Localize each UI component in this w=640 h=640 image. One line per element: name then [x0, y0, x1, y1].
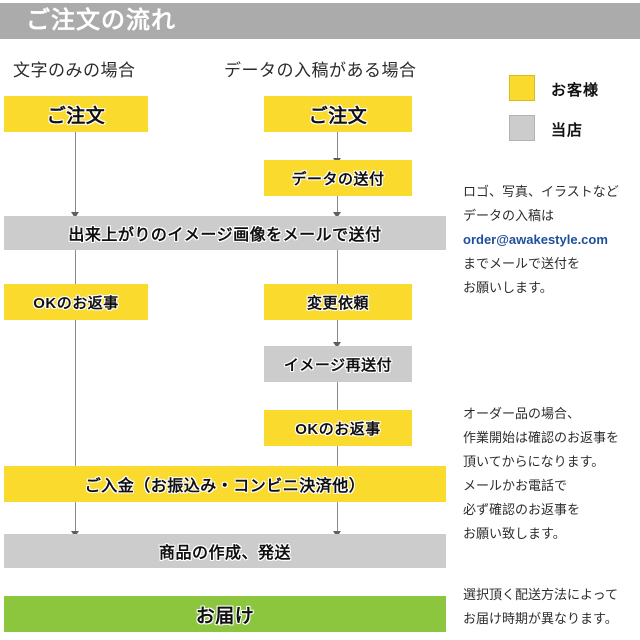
legend-swatch-shop [509, 115, 535, 141]
connector-left-imagemail-to-okreply [75, 250, 76, 284]
flow-box-image-resend[interactable]: イメージ再送付 [264, 346, 412, 382]
legend-label-customer: お客様 [551, 82, 600, 99]
note-order-line5: 必ず確認のお返事を [463, 502, 581, 517]
connector-right-payment-to-production [337, 502, 338, 534]
connector-right-resend-to-okreply [337, 382, 338, 410]
note-data-line5: お願いします。 [463, 280, 553, 295]
note-order-confirmation: オーダー品の場合、 作業開始は確認のお返事を 頂いてからになります。 メールかお… [463, 402, 619, 546]
note-order-line3: 頂いてからになります。 [463, 454, 605, 469]
flow-box-production[interactable]: 商品の作成、発送 [4, 534, 446, 568]
flow-box-delivery[interactable]: お届け [4, 596, 446, 632]
flow-box-left-ok-reply[interactable]: OKのお返事 [4, 284, 148, 320]
note-order-line2: 作業開始は確認のお返事を [463, 430, 620, 445]
flow-box-right-order[interactable]: ご注文 [264, 96, 412, 132]
connector-right-imagemail-to-change [337, 250, 338, 284]
connector-right-order-to-senddata [337, 132, 338, 162]
header-bar [0, 3, 640, 39]
flow-box-payment[interactable]: ご入金（お振込み・コンビニ決済他） [4, 466, 446, 502]
arrow-left-order-to-imagemail [71, 212, 79, 218]
column-caption-text-only: 文字のみの場合 [13, 61, 136, 80]
note-delivery-line1: 選択頂く配送方法によって [463, 587, 618, 602]
connector-left-payment-to-production [75, 502, 76, 534]
legend-swatch-customer [509, 75, 535, 101]
note-delivery-timing: 選択頂く配送方法によって お届け時期が異なります。 [463, 583, 618, 631]
legend-label-shop: 当店 [551, 122, 584, 139]
flow-box-left-order[interactable]: ご注文 [4, 96, 148, 132]
flow-box-change-request[interactable]: 変更依頼 [264, 284, 412, 320]
connector-left-okreply-to-payment [75, 320, 76, 466]
connector-right-senddata-to-imagemail [337, 196, 338, 214]
note-delivery-line2: お届け時期が異なります。 [463, 611, 618, 626]
note-data-line1: ロゴ、写真、イラストなど [463, 184, 619, 199]
flow-box-right-ok-reply[interactable]: OKのお返事 [264, 410, 412, 446]
note-data-line4: までメールで送付を [463, 256, 581, 271]
note-order-line6: お願い致します。 [463, 526, 566, 541]
note-order-line4: メールかお電話で [463, 478, 568, 493]
column-caption-with-data: データの入稿がある場合 [224, 61, 417, 80]
note-data-submission: ロゴ、写真、イラストなど データの入稿は order@awakestyle.co… [463, 180, 619, 300]
note-order-line1: オーダー品の場合、 [463, 406, 581, 421]
connector-right-change-to-resend [337, 320, 338, 346]
connector-left-order-to-imagemail [75, 132, 76, 214]
arrow-right-senddata-to-imagemail [333, 212, 341, 218]
page-title: ご注文の流れ [26, 7, 176, 34]
flow-box-send-data[interactable]: データの送付 [264, 160, 412, 196]
flow-box-image-mail[interactable]: 出来上がりのイメージ画像をメールで送付 [4, 216, 446, 250]
note-data-line2: データの入稿は [463, 208, 555, 223]
order-email-link[interactable]: order@awakestyle.com [463, 232, 608, 247]
connector-right-okreply-to-payment [337, 446, 338, 466]
arrow-right-change-to-resend [333, 342, 341, 348]
